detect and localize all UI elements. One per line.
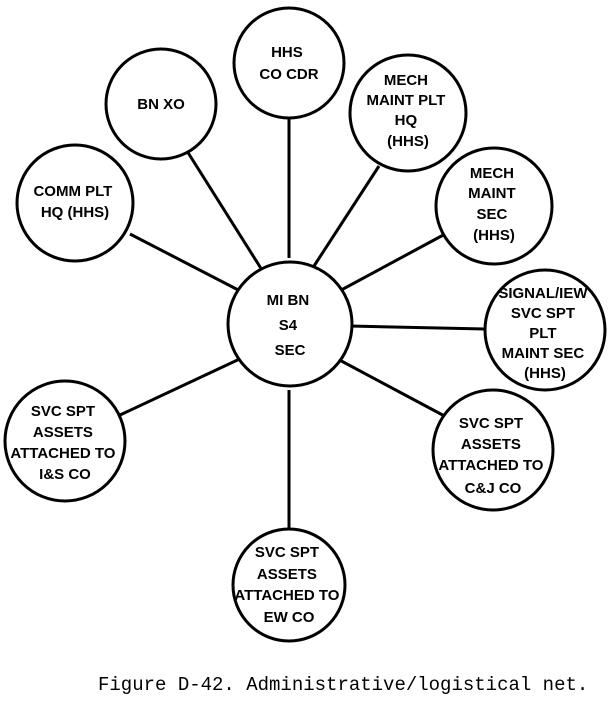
node-label: COMM PLT HQ (HHS) [33, 183, 116, 221]
link-comm-plt-hq [129, 232, 247, 296]
node-signal-iew-svc-spt: SIGNAL/IEW SVC SPT PLT MAINT SEC (HHS) [483, 268, 607, 392]
node-bn-xo: BN XO [104, 47, 218, 161]
node-svc-spt-ew-co: SVC SPT ASSETS ATTACHED TO EW CO [231, 527, 347, 643]
link-svc-spt-cj-co [331, 354, 453, 422]
node-svc-spt-cj-co: SVC SPT ASSETS ATTACHED TO C&J CO [431, 388, 555, 512]
link-signal-iew [349, 324, 486, 331]
node-mi-bn-s4-sec: MI BN S4 SEC [226, 260, 354, 388]
node-label: SVC SPT ASSETS ATTACHED TO C&J CO [438, 415, 547, 497]
node-hhs-co-cdr: HHS CO CDR [232, 6, 346, 120]
node-label: MECH MAINT SEC (HHS) [468, 165, 520, 244]
node-svc-spt-is-co: SVC SPT ASSETS ATTACHED TO I&S CO [3, 379, 127, 503]
node-label: SVC SPT ASSETS ATTACHED TO EW CO [234, 544, 343, 626]
node-label: BN XO [137, 96, 185, 113]
figure-caption: Figure D-42. Administrative/logistical n… [98, 674, 589, 696]
node-label: MECH MAINT PLT HQ (HHS) [366, 72, 449, 150]
link-mech-maint-plt-hq [312, 165, 381, 267]
node-label: HHS CO CDR [259, 44, 318, 83]
link-mech-maint-sec [331, 231, 448, 297]
node-comm-plt-hq: COMM PLT HQ (HHS) [15, 143, 135, 263]
center-label: MI BN S4 SEC [267, 292, 314, 359]
link-bn-xo [185, 150, 264, 271]
node-mech-maint-plt-hq: MECH MAINT PLT HQ (HHS) [348, 53, 468, 173]
link-svc-spt-is-co [119, 354, 247, 417]
node-label: SIGNAL/IEW SVC SPT PLT MAINT SEC (HHS) [498, 285, 591, 382]
node-mech-maint-sec: MECH MAINT SEC (HHS) [434, 146, 554, 266]
node-label: SVC SPT ASSETS ATTACHED TO I&S CO [10, 403, 119, 483]
